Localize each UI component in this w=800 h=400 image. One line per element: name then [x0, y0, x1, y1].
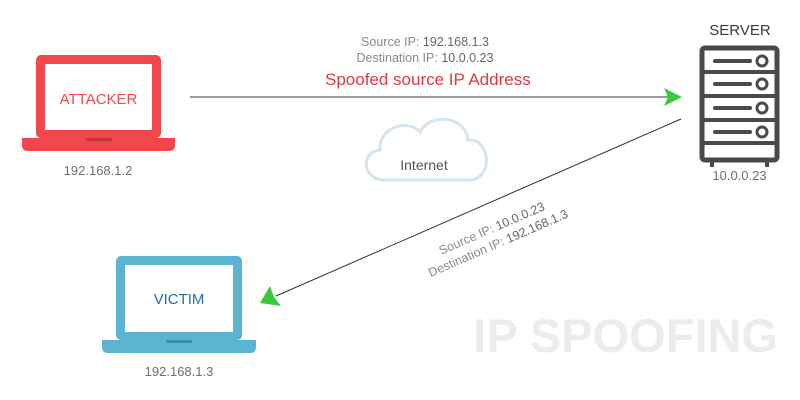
- attacker-ip: 192.168.1.2: [63, 163, 133, 178]
- victim-label: VICTIM: [154, 291, 205, 308]
- spoofed-request-arrow: [190, 88, 682, 106]
- request-source-line: Source IP: 192.168.1.3: [330, 34, 520, 50]
- request-source-ip: 192.168.1.3: [422, 35, 489, 49]
- spoofed-caption: Spoofed source IP Address: [325, 70, 531, 89]
- internet-label: Internet: [400, 157, 448, 173]
- server-ip: 10.0.0.23: [712, 168, 767, 183]
- request-destination-label: Destination IP:: [356, 51, 438, 65]
- request-destination-ip: 10.0.0.23: [441, 51, 494, 65]
- request-packet-info: Source IP: 192.168.1.3 Destination IP: 1…: [330, 34, 520, 66]
- server-title: SERVER: [709, 22, 771, 39]
- victim-laptop-icon: [102, 256, 256, 353]
- internet-cloud-icon: [364, 117, 488, 182]
- request-source-label: Source IP:: [361, 35, 420, 49]
- attacker-laptop-icon: [22, 55, 175, 151]
- victim-ip: 192.168.1.3: [144, 364, 214, 379]
- watermark-text: IP SPOOFING: [473, 309, 778, 362]
- server-icon: [699, 45, 780, 167]
- attacker-label: ATTACKER: [60, 91, 138, 108]
- request-destination-line: Destination IP: 10.0.0.23: [330, 50, 520, 66]
- response-arrow: [260, 118, 682, 306]
